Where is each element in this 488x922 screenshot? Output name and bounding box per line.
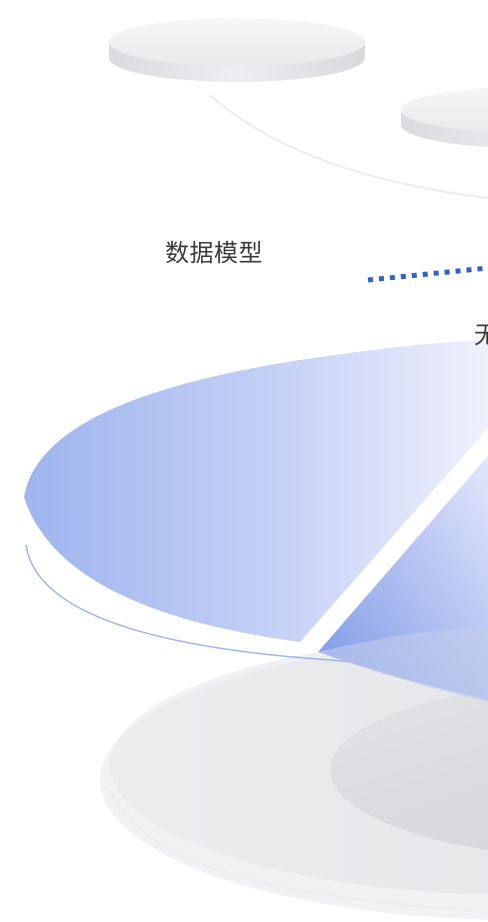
dotted-connector [367,265,488,283]
pie-slice-divider [302,432,488,652]
pie-slice-main [24,340,488,642]
partial-label: 无 [474,323,488,347]
small-disk-left [109,18,365,82]
pie-slice-shadow [318,628,488,702]
small-disk-right [401,87,488,148]
bottom-platform [100,635,488,920]
orbit-arc [209,94,488,199]
data-model-label: 数据模型 [165,239,263,267]
